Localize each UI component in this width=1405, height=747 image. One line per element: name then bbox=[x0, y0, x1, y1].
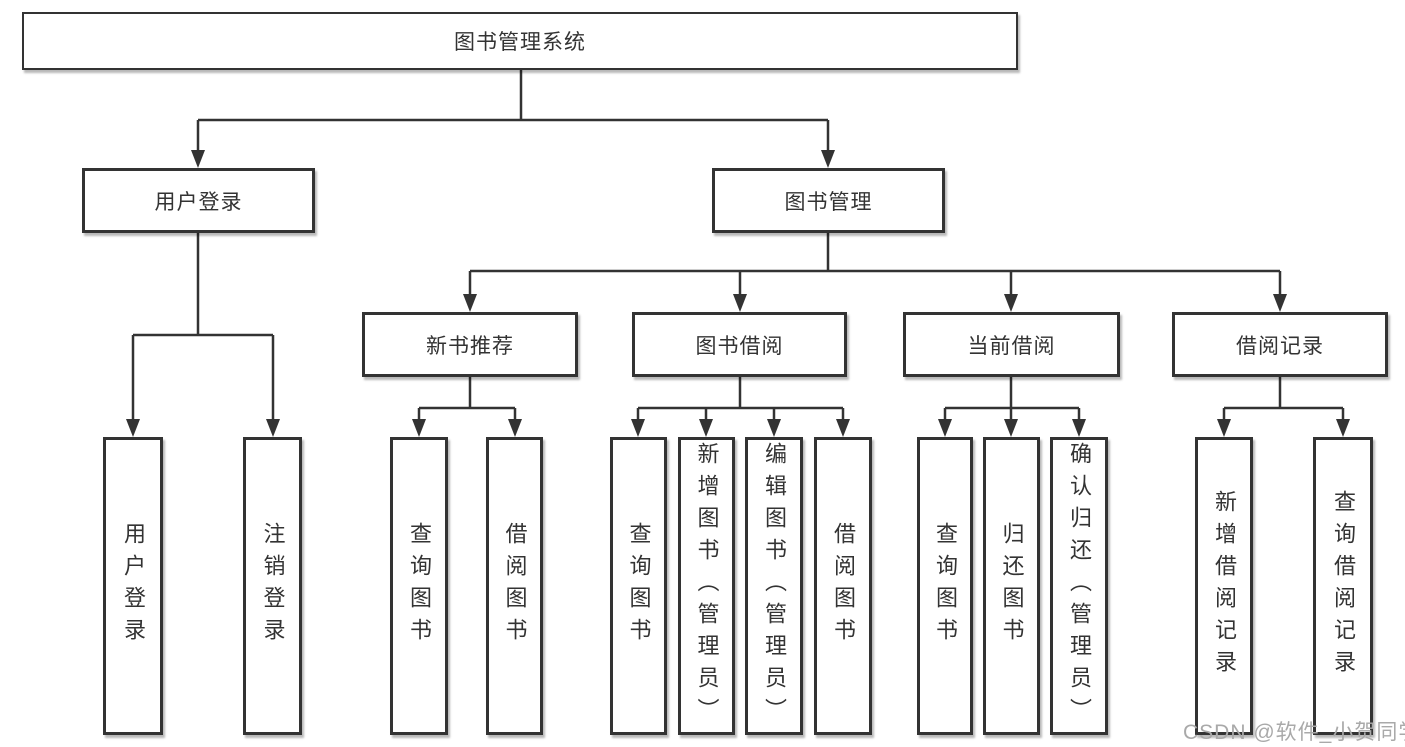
leaf-br-query-record: 查询借阅记录 bbox=[1313, 437, 1373, 735]
node-current-borrow-label: 当前借阅 bbox=[967, 334, 1056, 358]
node-book-mgmt-label: 图书管理 bbox=[784, 190, 873, 214]
leaf-bb-add-book: 新增图书（管理员） bbox=[678, 437, 735, 735]
node-borrow-record: 借阅记录 bbox=[1172, 312, 1388, 377]
node-borrow-record-label: 借阅记录 bbox=[1236, 334, 1324, 358]
node-new-book-rec-label: 新书推荐 bbox=[426, 334, 514, 358]
leaf-user-login-label: 用户登录 bbox=[121, 522, 146, 650]
node-book-borrow: 图书借阅 bbox=[632, 312, 847, 377]
leaf-bb-query-book: 查询图书 bbox=[610, 437, 667, 735]
node-new-book-rec: 新书推荐 bbox=[362, 312, 578, 377]
leaf-br-query-record-label: 查询借阅记录 bbox=[1331, 490, 1356, 682]
node-root: 图书管理系统 bbox=[22, 12, 1018, 70]
node-root-label: 图书管理系统 bbox=[454, 31, 586, 54]
leaf-cb-query-book-label: 查询图书 bbox=[933, 522, 958, 650]
leaf-nb-borrow-book-label: 借阅图书 bbox=[502, 522, 528, 650]
node-user-login: 用户登录 bbox=[82, 168, 315, 233]
leaf-logout-label: 注销登录 bbox=[260, 522, 286, 650]
node-user-login-label: 用户登录 bbox=[154, 190, 243, 214]
node-book-mgmt: 图书管理 bbox=[712, 168, 945, 233]
leaf-br-add-record: 新增借阅记录 bbox=[1195, 437, 1253, 735]
leaf-cb-confirm-return: 确认归还（管理员） bbox=[1050, 437, 1108, 735]
node-current-borrow: 当前借阅 bbox=[903, 312, 1120, 377]
leaf-nb-query-book: 查询图书 bbox=[390, 437, 448, 735]
leaf-nb-query-book-label: 查询图书 bbox=[407, 522, 432, 650]
leaf-bb-edit-book-label: 编辑图书（管理员） bbox=[762, 442, 787, 730]
leaf-user-login: 用户登录 bbox=[103, 437, 163, 735]
csdn-watermark: CSDN @软件_小贺同学 bbox=[1183, 721, 1405, 744]
leaf-cb-confirm-return-label: 确认归还（管理员） bbox=[1067, 442, 1092, 730]
leaf-cb-query-book: 查询图书 bbox=[917, 437, 973, 735]
leaf-logout: 注销登录 bbox=[243, 437, 302, 735]
node-book-borrow-label: 图书借阅 bbox=[695, 334, 784, 358]
leaf-bb-borrow-book: 借阅图书 bbox=[814, 437, 872, 735]
leaf-cb-return-book-label: 归还图书 bbox=[999, 522, 1025, 650]
leaf-bb-add-book-label: 新增图书（管理员） bbox=[694, 442, 720, 730]
leaf-br-add-record-label: 新增借阅记录 bbox=[1212, 490, 1237, 682]
leaf-bb-edit-book: 编辑图书（管理员） bbox=[745, 437, 803, 735]
leaf-bb-query-book-label: 查询图书 bbox=[626, 522, 652, 650]
leaf-nb-borrow-book: 借阅图书 bbox=[486, 437, 543, 735]
leaf-bb-borrow-book-label: 借阅图书 bbox=[831, 522, 856, 650]
leaf-cb-return-book: 归还图书 bbox=[983, 437, 1040, 735]
